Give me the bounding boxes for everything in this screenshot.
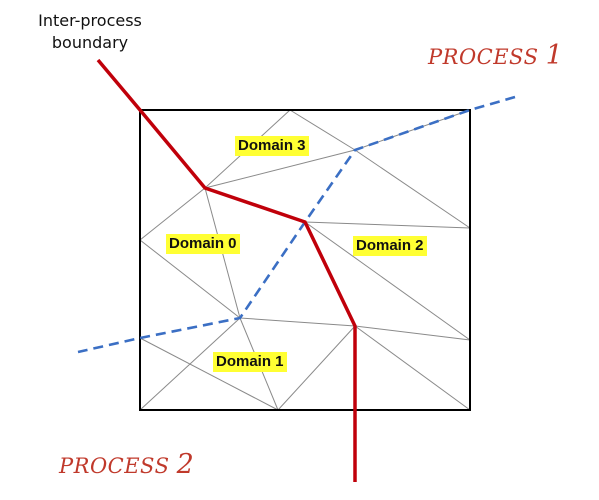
process-2-label: PROCESS 2 — [59, 449, 194, 480]
domain-square — [139, 109, 471, 411]
inter-process-boundary-line — [96, 58, 357, 482]
domain-0-label: Domain 0 — [166, 234, 240, 254]
process-2-word: PROCESS — [59, 454, 170, 478]
callout-line-1: Inter-process — [38, 11, 142, 30]
domain-3-label: Domain 3 — [235, 136, 309, 156]
mesh-edges — [139, 109, 471, 411]
domain-1-label: Domain 1 — [213, 352, 287, 372]
process-1-number: 1 — [545, 40, 564, 71]
callout-line-2: boundary — [51, 33, 129, 52]
domain-2-label: Domain 2 — [353, 236, 427, 256]
inter-process-boundary-label: Inter-process boundary — [20, 10, 160, 54]
process-1-word: PROCESS — [428, 45, 539, 69]
process-2-number: 2 — [176, 449, 195, 480]
process-1-label: PROCESS 1 — [428, 40, 563, 71]
